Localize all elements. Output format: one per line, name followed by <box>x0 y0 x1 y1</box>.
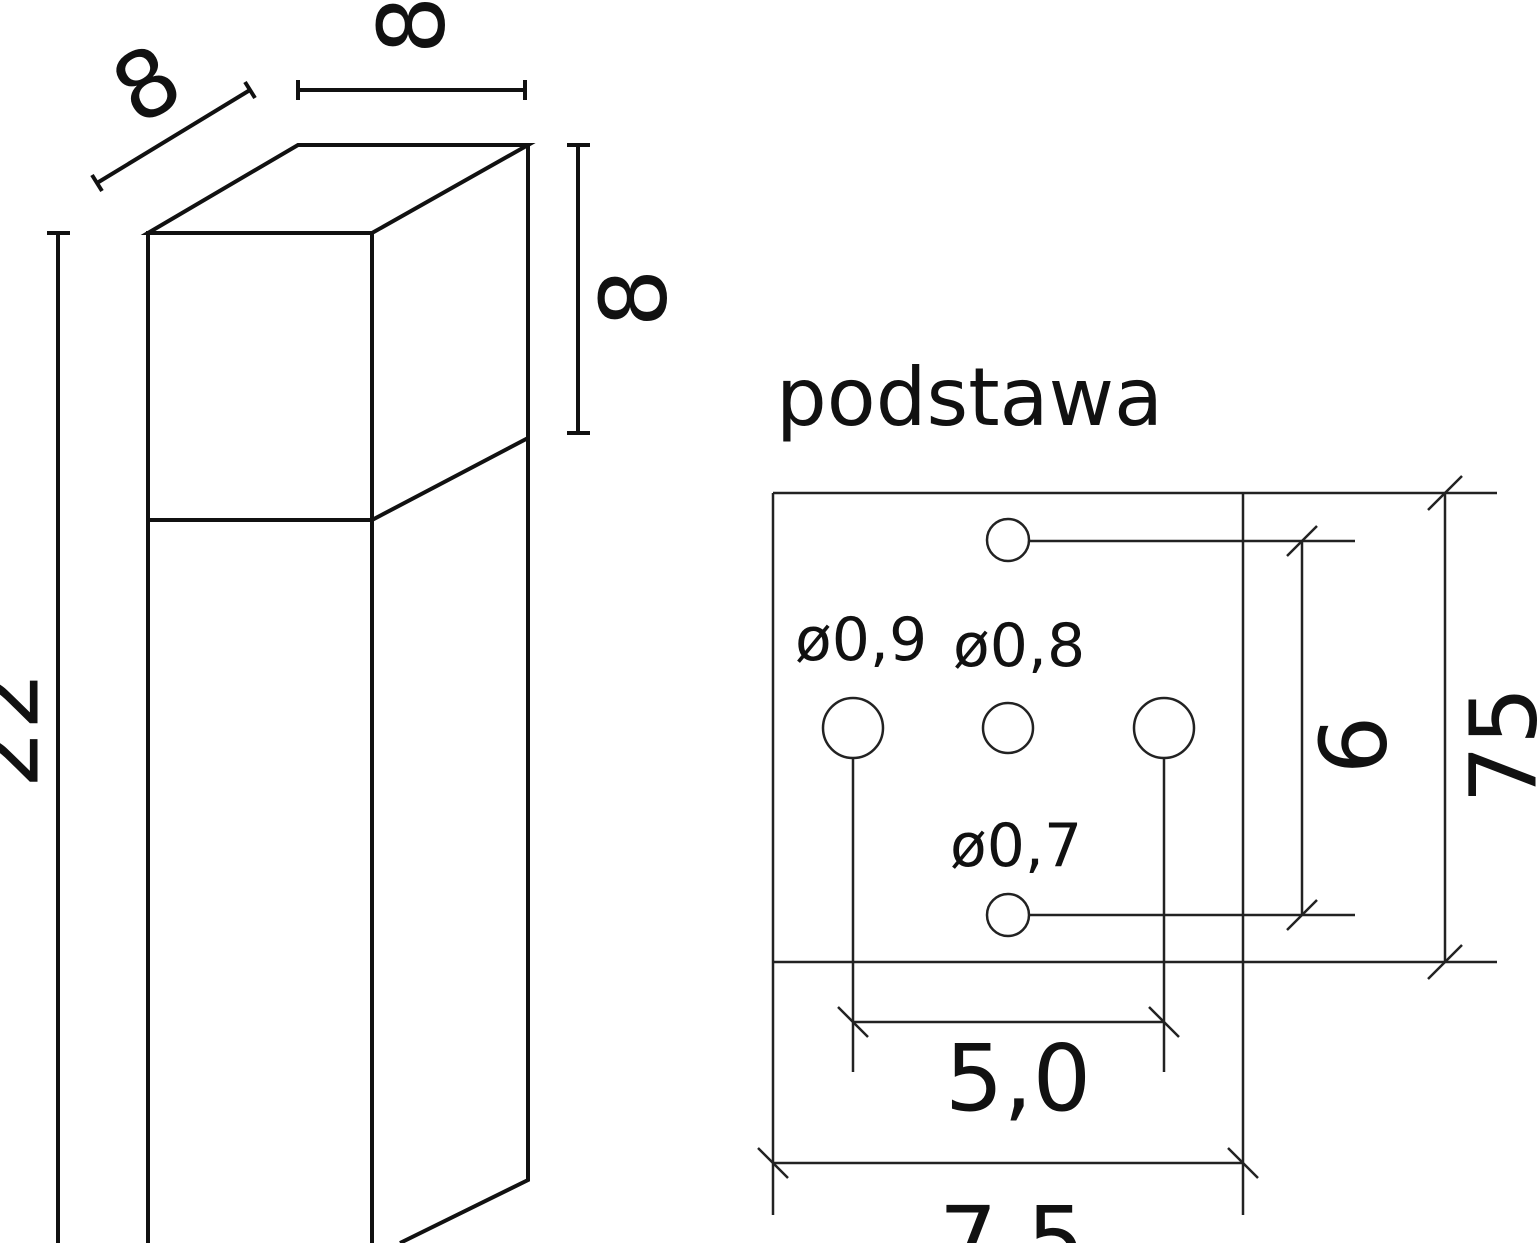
pillar-dimensions: 8 8 8 22 <box>0 0 687 1243</box>
hole-label-08: ø0,8 <box>953 611 1085 681</box>
width-label: 8 <box>358 0 465 54</box>
pillar-right-face <box>399 145 530 1243</box>
depth-label: 8 <box>95 24 199 146</box>
base-plan: podstawa ø0,9 ø0,8 ø0,7 6 75 5,0 7,5 <box>757 351 1540 1243</box>
hole-spacing-vertical-label: 6 <box>1300 716 1407 775</box>
hole-left <box>821 696 885 760</box>
base-title: podstawa <box>776 351 1163 444</box>
side-height-label: 75 <box>1450 686 1540 803</box>
head-height-label: 8 <box>580 269 687 328</box>
pillar-top-face <box>140 143 536 235</box>
hole-right <box>1132 696 1196 760</box>
hole-bottom <box>985 892 1031 938</box>
hole-top <box>985 517 1031 563</box>
total-height-label: 22 <box>0 671 59 788</box>
pillar-front-face <box>146 231 374 1243</box>
hole-spacing-horizontal-label: 5,0 <box>945 1025 1091 1132</box>
hole-center <box>981 701 1035 755</box>
hole-label-09: ø0,9 <box>795 605 927 675</box>
pillar <box>140 143 536 1243</box>
side-width-label: 7,5 <box>939 1187 1085 1243</box>
pillar-head-division <box>148 436 529 522</box>
hole-label-07: ø0,7 <box>950 811 1082 881</box>
